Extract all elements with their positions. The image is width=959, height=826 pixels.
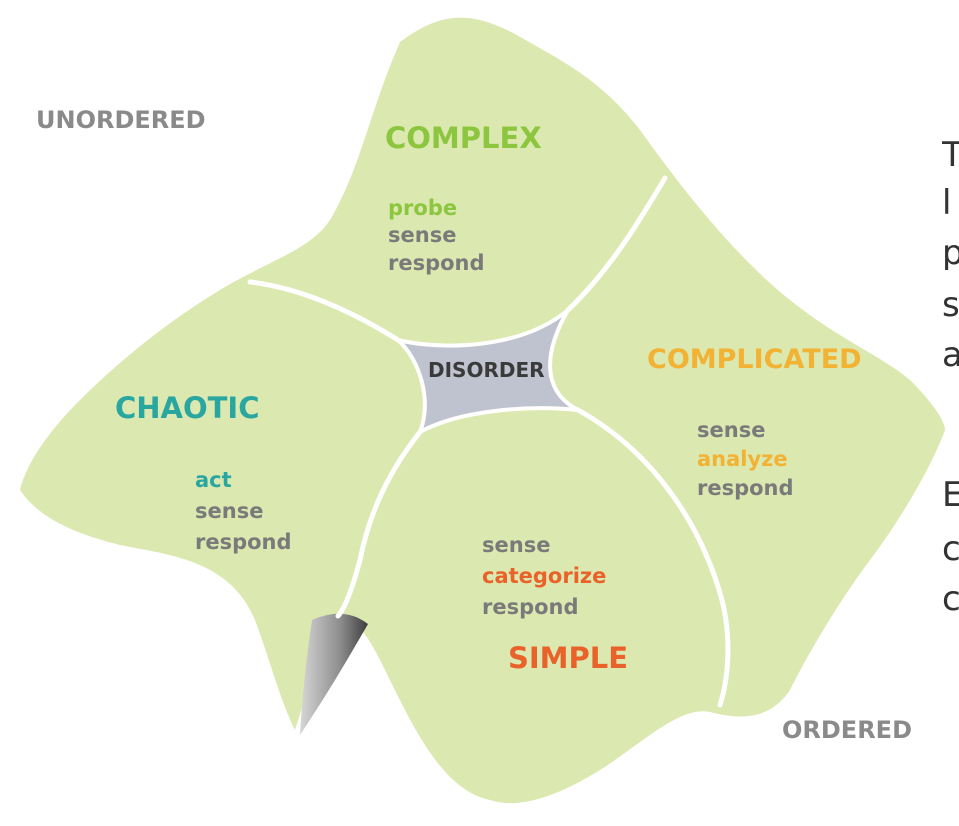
complicated-step-analyze: analyze <box>697 447 788 471</box>
simple-title: SIMPLE <box>508 641 628 675</box>
chaotic-step-act: act <box>195 468 232 492</box>
side-text-3: p <box>942 236 959 270</box>
chaotic-title: CHAOTIC <box>115 391 260 425</box>
complicated-step-sense: sense <box>697 418 765 442</box>
side-text-5: a <box>942 338 959 372</box>
side-text-6: E <box>942 478 959 512</box>
disorder-region <box>396 308 579 437</box>
unordered-label: UNORDERED <box>36 106 206 134</box>
boundary-chaotic-complex <box>247 279 401 343</box>
complex-step-probe: probe <box>388 196 457 220</box>
complicated-step-respond: respond <box>697 476 794 500</box>
boundary-simple-complicated <box>575 407 731 708</box>
ordered-label: ORDERED <box>782 716 912 744</box>
complicated-title: COMPLICATED <box>647 344 862 375</box>
side-text-4: s <box>942 288 959 322</box>
domain-boundaries <box>247 175 731 708</box>
side-text-7: c <box>942 532 959 566</box>
cliff-shadow <box>300 613 368 735</box>
disorder-title: DISORDER <box>428 358 545 382</box>
side-text-2: l <box>942 186 952 220</box>
boundary-chaotic-simple <box>335 429 423 619</box>
complex-title: COMPLEX <box>385 121 542 155</box>
chaotic-step-sense: sense <box>195 499 263 523</box>
complex-step-respond: respond <box>388 251 485 275</box>
simple-step-respond: respond <box>482 595 579 619</box>
side-text-1: T <box>942 138 959 172</box>
simple-step-categorize: categorize <box>482 564 606 588</box>
side-text-8: c <box>942 582 959 616</box>
boundary-complex-complicated <box>565 175 668 313</box>
complex-step-sense: sense <box>388 223 456 247</box>
simple-step-sense: sense <box>482 533 550 557</box>
chaotic-step-respond: respond <box>195 530 292 554</box>
